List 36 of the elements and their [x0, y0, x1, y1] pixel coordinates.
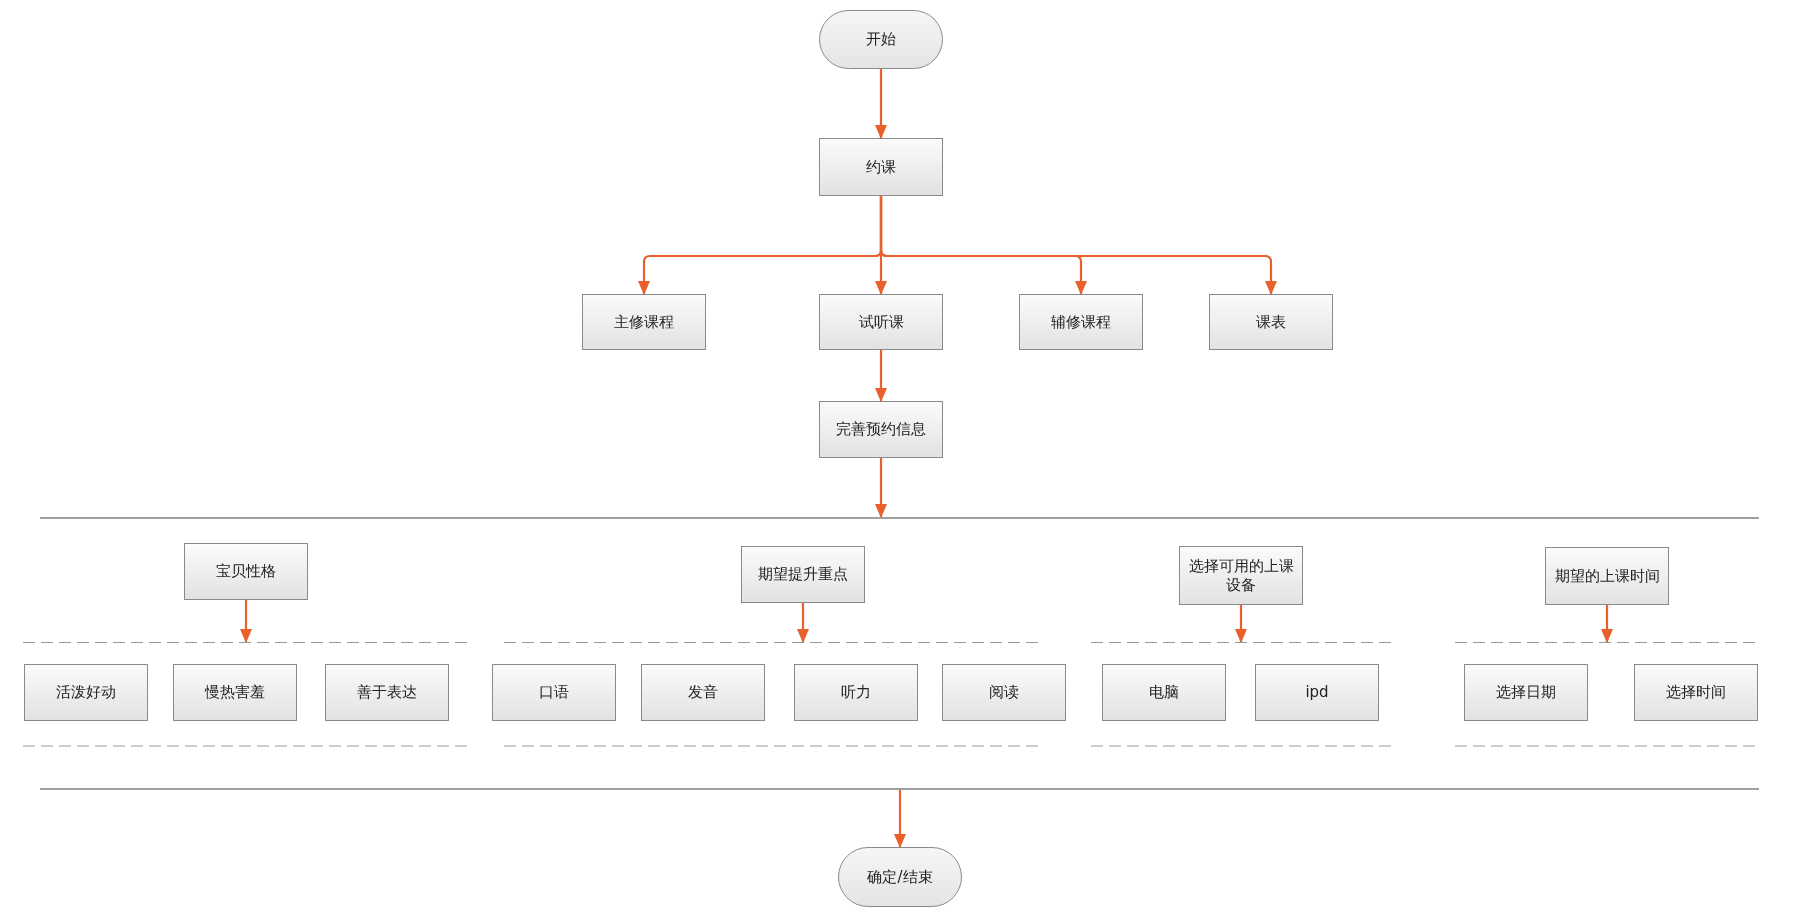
- process-box: 阅读: [942, 664, 1066, 721]
- process-box: 约课: [819, 138, 943, 196]
- terminal-pill: 开始: [819, 10, 943, 69]
- arrow: [1235, 605, 1247, 643]
- process-box: 选择可用的上课设备: [1179, 546, 1303, 605]
- process-box: 主修课程: [582, 294, 706, 350]
- arrow: [875, 69, 887, 139]
- process-box: 完善预约信息: [819, 401, 943, 458]
- process-box: 口语: [492, 664, 616, 721]
- process-box: 课表: [1209, 294, 1333, 350]
- process-box: 试听课: [819, 294, 943, 350]
- process-box: 听力: [794, 664, 918, 721]
- process-box: 善于表达: [325, 664, 449, 721]
- divider-line: [40, 788, 1759, 790]
- process-box: 期望的上课时间: [1545, 547, 1669, 605]
- process-box: 电脑: [1102, 664, 1226, 721]
- dashed-divider: [23, 642, 467, 643]
- arrow: [797, 603, 809, 643]
- process-box: 慢热害羞: [173, 664, 297, 721]
- arrow: [875, 458, 887, 518]
- process-box: 活泼好动: [24, 664, 148, 721]
- process-box: 选择时间: [1634, 664, 1758, 721]
- process-box: ipd: [1255, 664, 1379, 721]
- terminal-pill: 确定/结束: [838, 847, 962, 907]
- arrow: [879, 196, 1277, 295]
- process-box: 辅修课程: [1019, 294, 1143, 350]
- process-box: 发音: [641, 664, 765, 721]
- arrow: [1601, 605, 1613, 643]
- process-box: 期望提升重点: [741, 546, 865, 603]
- arrow: [894, 790, 906, 848]
- divider-line: [40, 517, 1759, 519]
- process-box: 宝贝性格: [184, 543, 308, 600]
- process-box: 选择日期: [1464, 664, 1588, 721]
- arrow: [240, 600, 252, 643]
- arrow: [875, 350, 887, 402]
- dashed-divider: [504, 642, 1041, 643]
